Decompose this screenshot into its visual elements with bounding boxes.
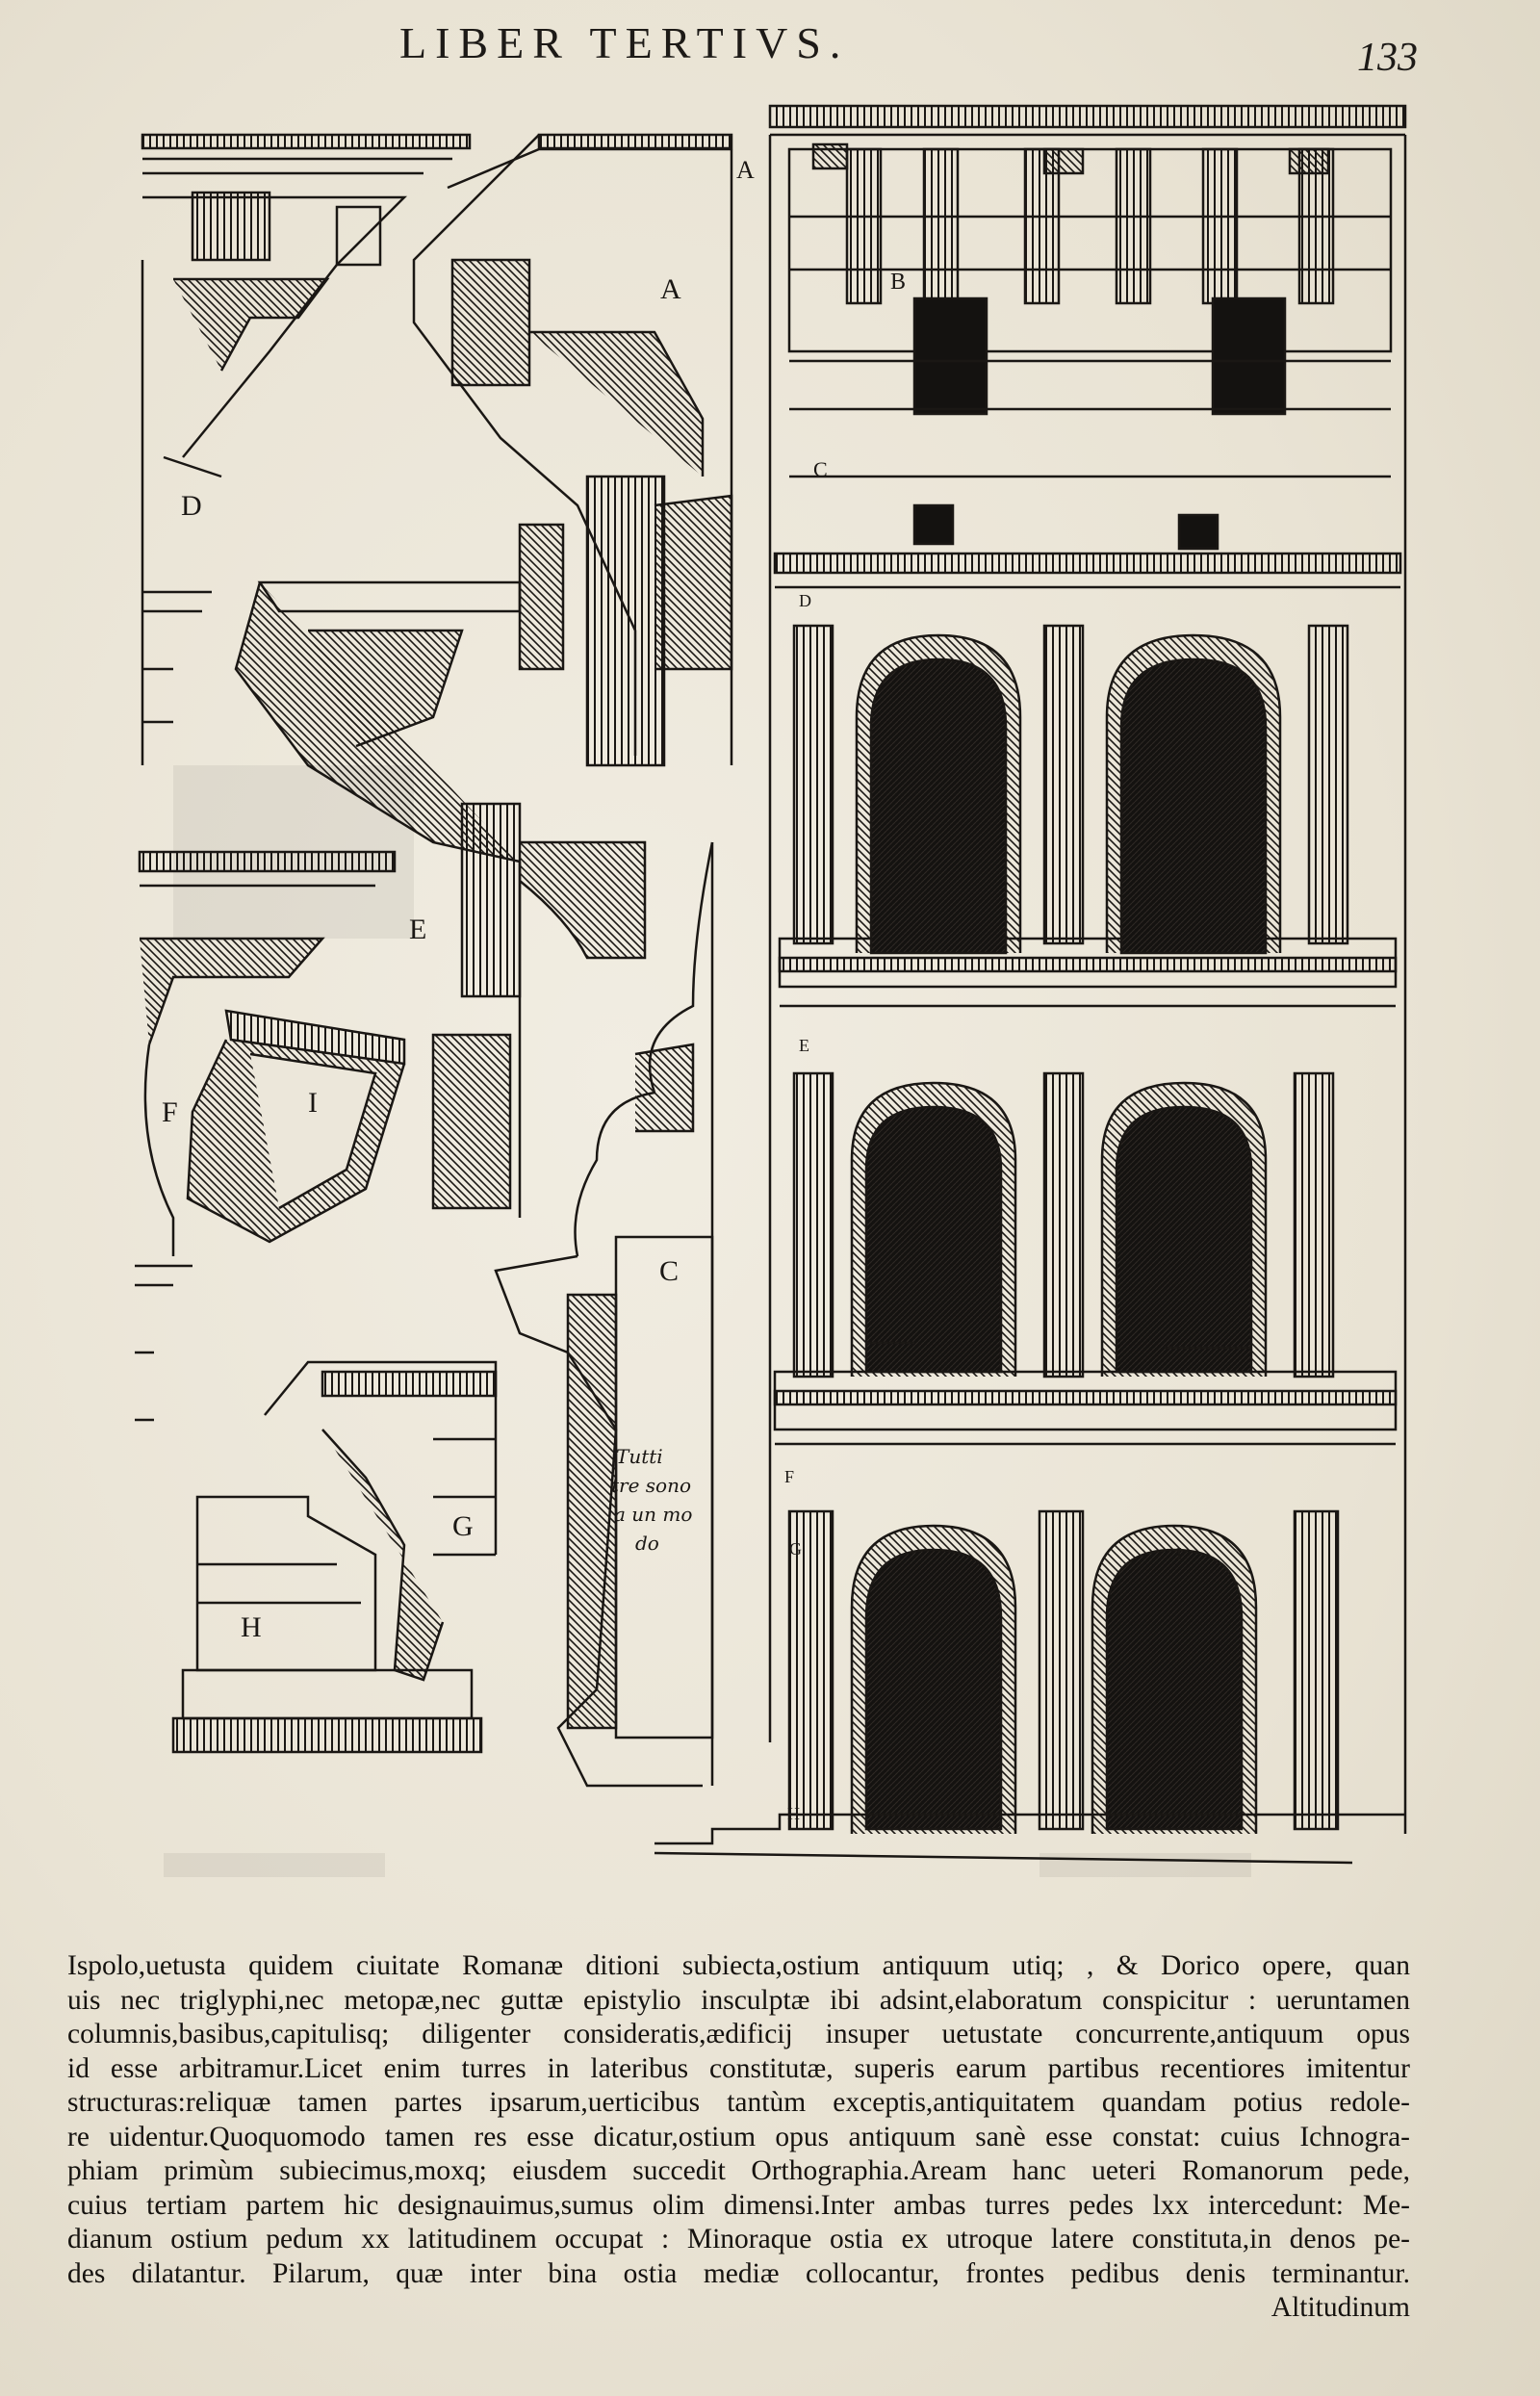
text-line: dianum ostium pedum xx latitudinem occup… [67, 2224, 1410, 2254]
label-f-right: F [784, 1467, 794, 1486]
large-cornice-a [412, 133, 733, 767]
label-d-right: D [799, 591, 811, 610]
text-line: structuras:reliquæ tamen partes ipsarum,… [67, 2087, 1410, 2118]
profile-c [494, 841, 714, 1788]
left-cornice-d [141, 133, 472, 765]
label-d-left: D [181, 490, 202, 522]
page-header: LIBER TERTIVS. 133 [0, 17, 1540, 85]
upper-attic [787, 142, 1393, 551]
show-through [164, 765, 1251, 1877]
label-g-left: G [452, 1510, 474, 1542]
text-line: id esse arbitramur.Licet enim turres in … [67, 2052, 1410, 2084]
label-b-right: B [890, 270, 906, 295]
label-a-right: A [736, 156, 755, 184]
catchword: Altitudinum [1270, 2292, 1410, 2323]
running-title: LIBER TERTIVS. [399, 18, 850, 67]
note-line-2: tre sono [611, 1474, 691, 1497]
cornice-f [135, 850, 397, 1422]
label-h-right: H [787, 1804, 800, 1823]
label-i-right: I [1176, 1544, 1182, 1563]
text-line: des dilatantur. Pilarum, quæ inter bina … [67, 2257, 1410, 2289]
label-f-left: F [162, 1096, 178, 1128]
note-line-1: Tutti [616, 1445, 663, 1468]
note-line-4: do [635, 1532, 659, 1555]
text-line: uis nec triglyphi,nec metopæ,nec guttæ e… [67, 1984, 1410, 2016]
text-line: re uidentur.Quoquomodo tamen res esse di… [67, 2121, 1410, 2152]
woodcut-plate: A D E F I C G H A B C D E F G H I Tutti … [135, 104, 1407, 1877]
label-i-left: I [308, 1087, 318, 1119]
text-line: cuius tertiam partem hic designauimus,su… [67, 2189, 1410, 2221]
label-g-right: G [789, 1539, 802, 1559]
bracket-g [264, 1360, 498, 1682]
capital-fragment-i [186, 1009, 406, 1244]
label-c-right: C [813, 457, 828, 481]
text-line: phiam primùm subiecimus,moxq; eiusdem su… [67, 2155, 1410, 2186]
handwritten-note: Tutti tre sono a un mo do [611, 1445, 692, 1555]
note-line-3: a un mo [614, 1503, 692, 1526]
label-e-right: E [799, 1036, 809, 1055]
label-c-left: C [659, 1255, 679, 1287]
gate-elevation [654, 104, 1407, 1865]
text-line: columnis,basibus,capitulisq; diligenter … [67, 2019, 1410, 2049]
base-h [171, 1495, 483, 1754]
cornice-e [234, 580, 647, 1218]
body-text: Ispolo,uetusta quidem ciuitate Romanæ di… [67, 1949, 1410, 2326]
label-a-left: A [660, 273, 681, 305]
label-e-left: E [409, 914, 426, 945]
page-number: 133 [1357, 36, 1418, 80]
label-h-left: H [241, 1611, 262, 1643]
text-line: Ispolo,uetusta quidem ciuitate Romanæ di… [67, 1950, 1410, 1981]
